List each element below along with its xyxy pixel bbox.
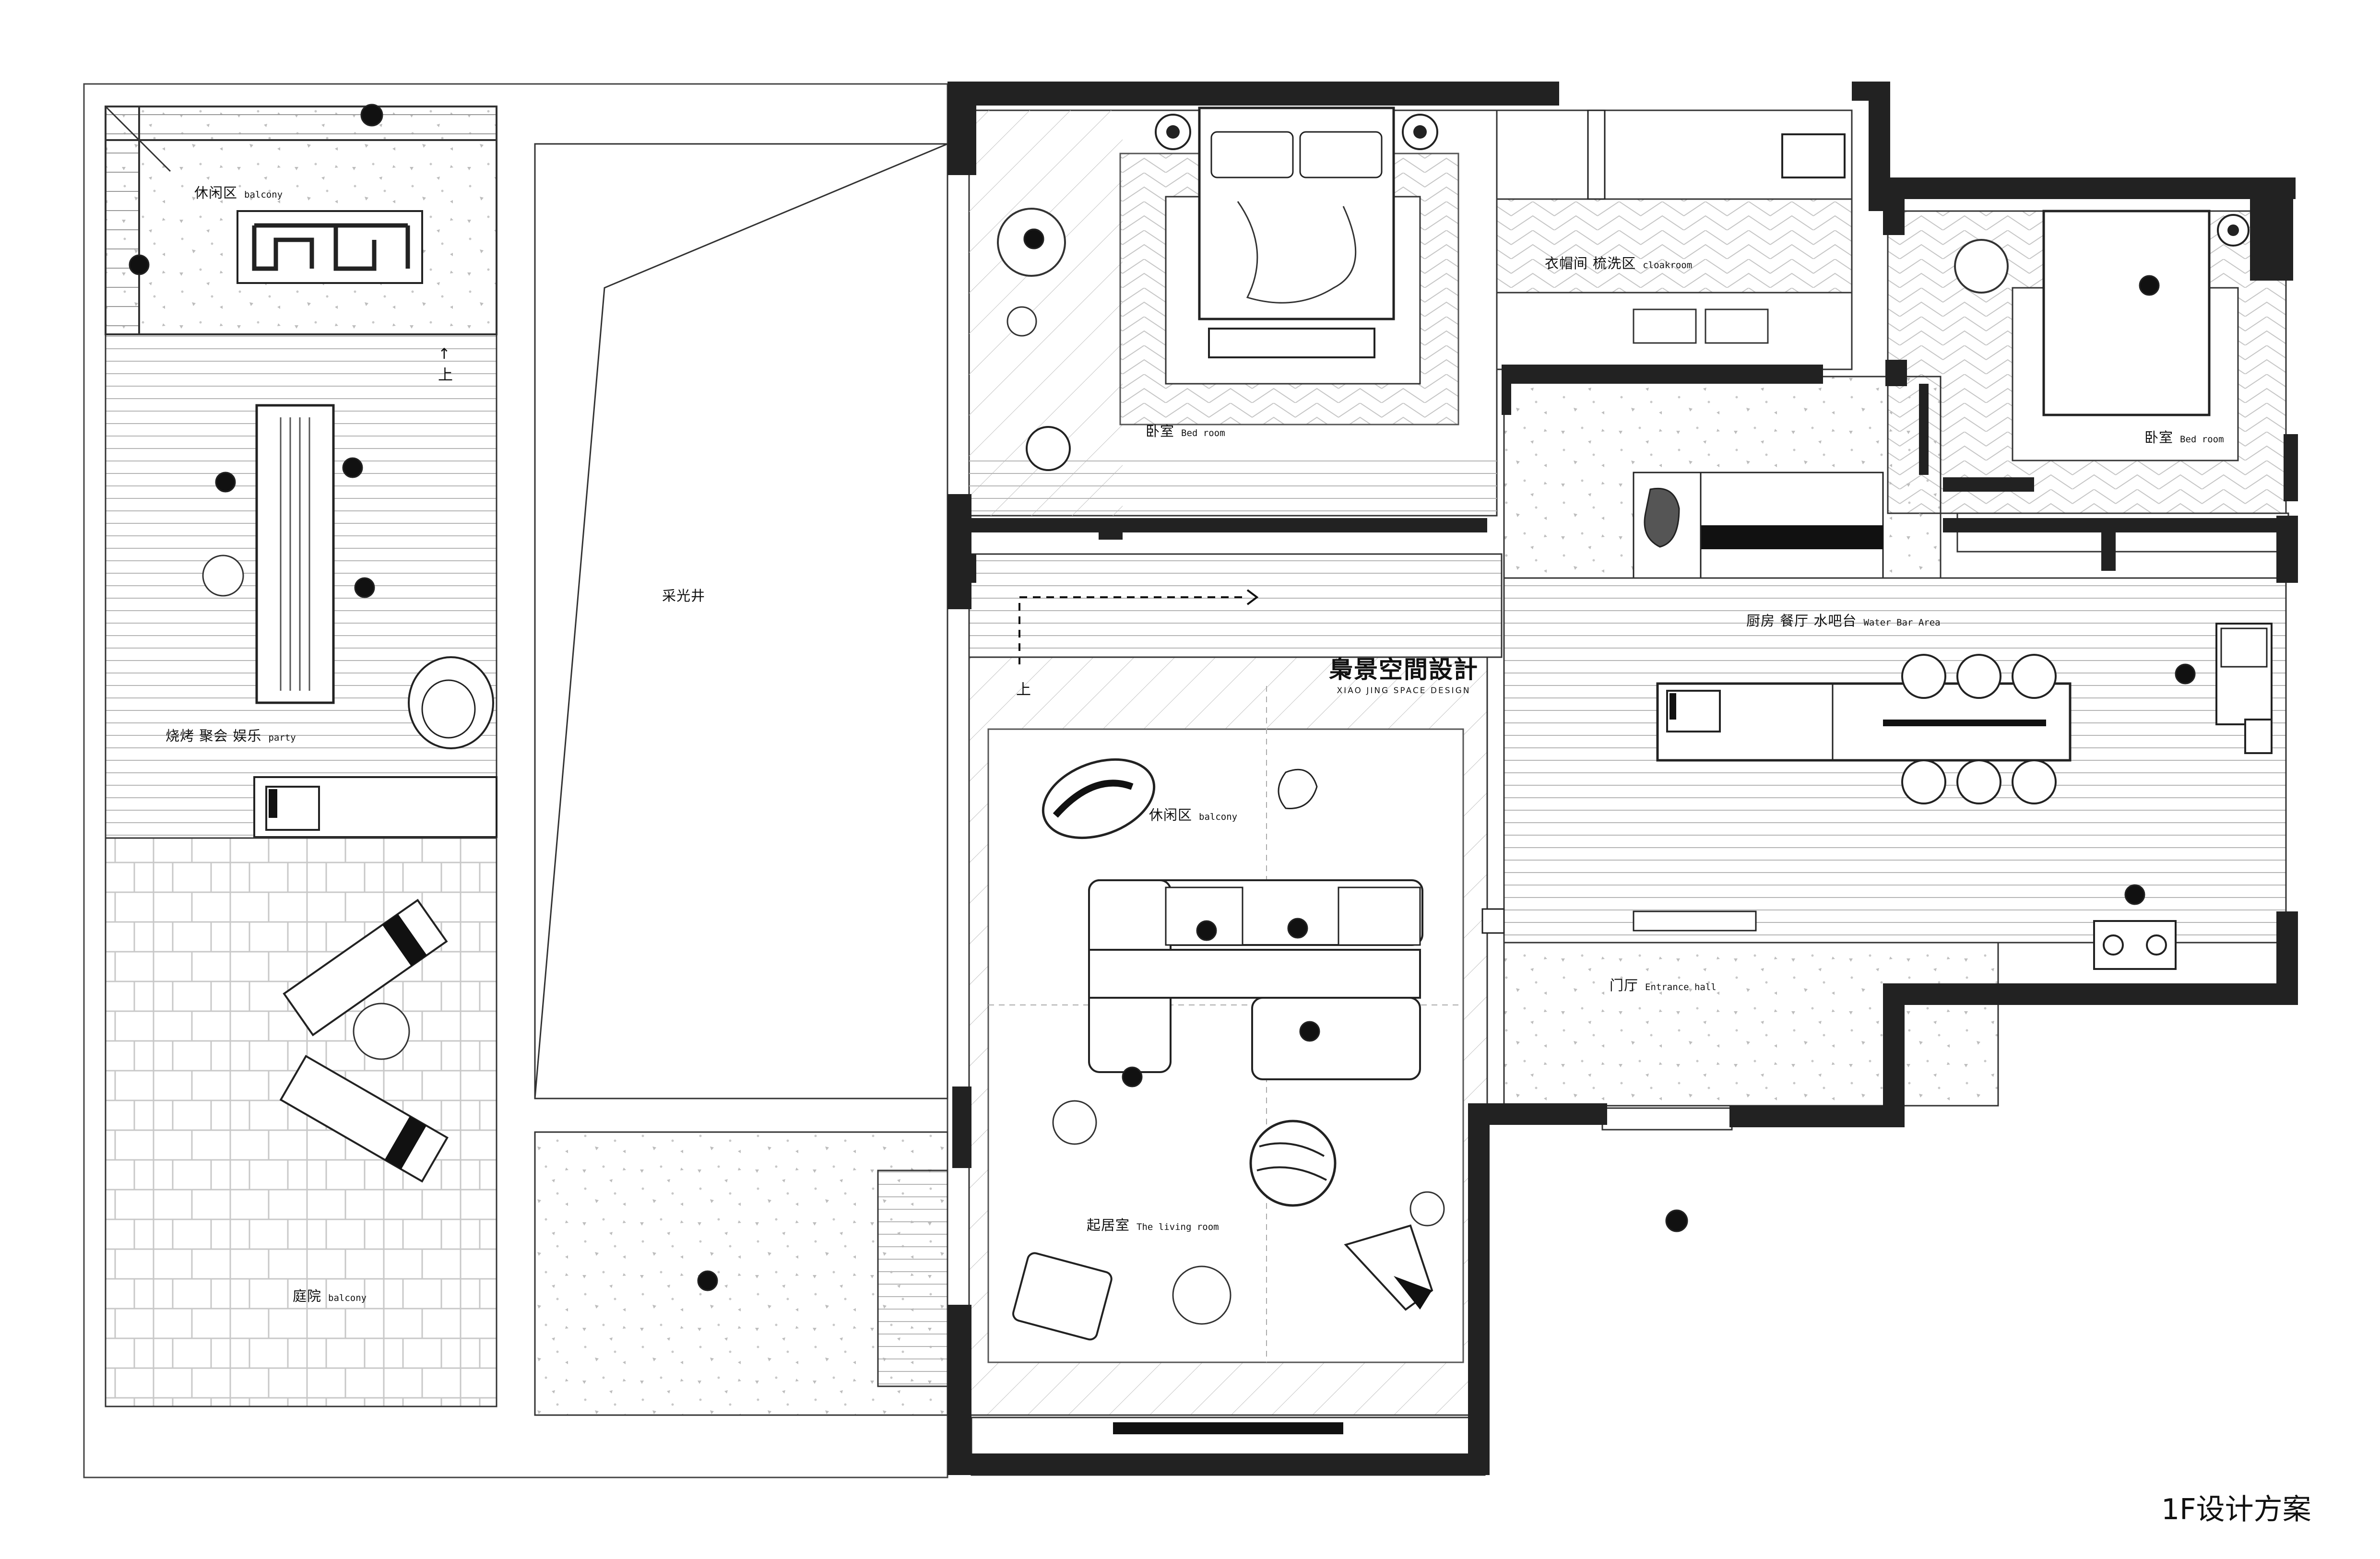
room-label-lightwell: 采光井 <box>662 588 706 604</box>
walls <box>947 82 2298 1475</box>
deck-border <box>105 106 497 335</box>
sun-lounger-icon <box>279 898 449 1183</box>
side-table <box>353 1003 410 1060</box>
stair-up-marker: 上 <box>1016 681 1031 698</box>
rug-round <box>1052 1100 1445 1325</box>
brand-logo: 梟景空間設計 XIAO JING SPACE DESIGN <box>1329 650 1479 696</box>
stair-up-marker: ↑上 <box>438 345 453 384</box>
up-arrow-icon: ↑ <box>438 345 450 363</box>
hanging-chair <box>1042 758 1156 839</box>
outdoor-area <box>83 83 948 1478</box>
brand-name: 梟景空間設計 <box>1329 655 1479 684</box>
dining-chairs <box>1901 654 2057 804</box>
lounge-chair <box>408 656 494 749</box>
chair-icon <box>1012 768 1433 1341</box>
sink-icon <box>2215 623 2273 754</box>
person-figure-icon <box>129 104 2196 1291</box>
sofa-icon <box>1088 879 1423 1080</box>
bed-icon <box>1155 106 1438 358</box>
plan-title: 1F设计方案 <box>2161 1493 2311 1526</box>
brand-subtitle: XIAO JING SPACE DESIGN <box>1337 686 1471 696</box>
bbq-table <box>255 404 335 704</box>
lightwell <box>534 143 948 1416</box>
bbq-grill <box>253 776 497 838</box>
stool <box>202 555 244 597</box>
table-icon <box>1656 682 2072 762</box>
bed-icon <box>2042 210 2250 416</box>
coffee-table <box>237 210 423 284</box>
stove-icon <box>2093 920 2177 970</box>
house <box>968 106 2289 1476</box>
